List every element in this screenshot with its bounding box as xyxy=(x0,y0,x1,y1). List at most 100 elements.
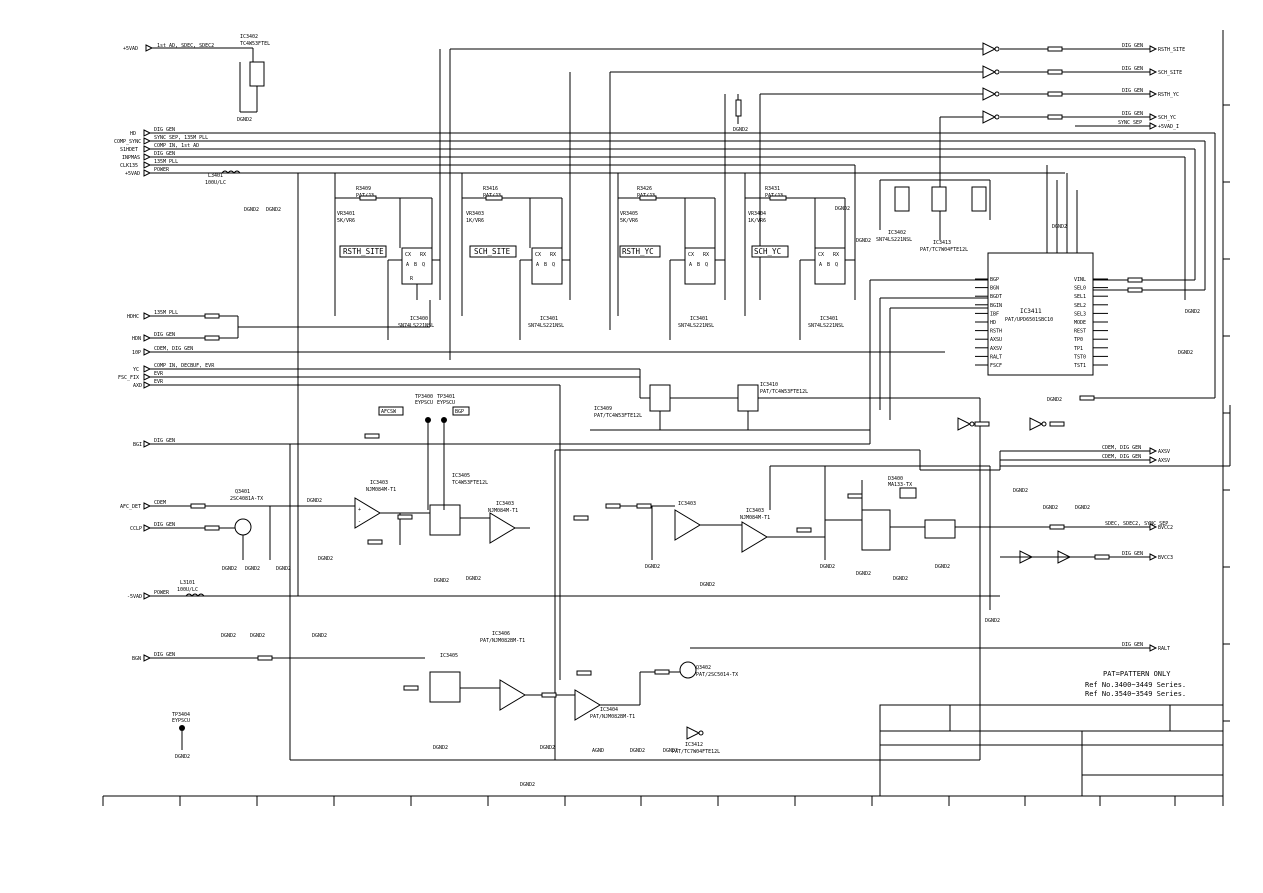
input-inpmas-net: DIG GEN xyxy=(154,151,175,157)
svg-text:IC3403: IC3403 xyxy=(496,501,514,507)
ic3409-ic3410-switches: IC3409 PAT/TC4W53FTE12L IC3410 PAT/TC4W5… xyxy=(590,369,980,431)
svg-text:A: A xyxy=(819,262,822,268)
output-sch-yc: SCH_YC xyxy=(1158,115,1176,121)
svg-text:2SC4081A-TX: 2SC4081A-TX xyxy=(230,496,263,502)
top-buffer-chain: DGND2 xyxy=(449,42,1000,360)
ic3401-sch-yc: R3431 PAT/J3 VR3404 1K/VR6 CX RX A B Q S… xyxy=(744,165,856,340)
svg-text:RX: RX xyxy=(833,252,839,258)
ic3401-rsth-yc: R3426 PAT/J3 VR3405 5K/VR6 CX RX A B Q R… xyxy=(617,94,726,340)
ic3402-power: IC3402 TC4W53FTEL DGND2 xyxy=(237,34,270,123)
ic3411-right-pin-label: SEL0 xyxy=(1074,286,1086,292)
output-sch-site-net: DIG GEN xyxy=(1122,66,1143,72)
ground-labels: DGND2 DGND2 DGND2 DGND2 DGND2 AGND DGND2… xyxy=(221,206,1200,788)
ic3411-right-pin-label: TST1 xyxy=(1074,363,1086,369)
svg-text:TP3400: TP3400 xyxy=(415,394,433,400)
svg-text:DGND2: DGND2 xyxy=(466,576,481,582)
svg-text:+: + xyxy=(358,507,361,513)
svg-text:CX: CX xyxy=(535,252,541,258)
svg-text:IC3405: IC3405 xyxy=(452,473,470,479)
ic3402-flipflops: IC3402 SN74LS221NSL IC3413 PAT/TC7W04FTE… xyxy=(876,179,991,253)
svg-text:DGND2: DGND2 xyxy=(1047,397,1062,403)
input-10p-net: CDEM, DIG GEN xyxy=(154,346,193,352)
svg-text:DGND2: DGND2 xyxy=(318,556,333,562)
svg-text:IC3403: IC3403 xyxy=(370,480,388,486)
pattern-notes: PAT=PATTERN ONLY Ref No.3400~3449 Series… xyxy=(1085,670,1186,698)
input-10p: 10P xyxy=(132,350,141,356)
lower-right-parts: D3400 MA133-TX IC3412 PAT/TC7W04FTE12L xyxy=(672,417,1090,755)
ic3411-right-pin-label: MODE xyxy=(1074,320,1086,326)
input-hd: HD xyxy=(130,131,136,137)
svg-text:PAT/UPD6501SBC10: PAT/UPD6501SBC10 xyxy=(1005,317,1053,323)
svg-text:RX: RX xyxy=(550,252,556,258)
input-s1hdet: S1HDET xyxy=(120,147,138,153)
ic3411-left-pin-label: RALT xyxy=(990,354,1002,360)
ic3411-right-pin-label: SEL2 xyxy=(1074,303,1086,309)
svg-text:DGND2: DGND2 xyxy=(630,748,645,754)
svg-text:IC3403: IC3403 xyxy=(678,501,696,507)
test-points: TP3400 TP3401 EYPSCU EYPSCU AFCSW BGP TP… xyxy=(172,394,470,760)
svg-text:IC3401: IC3401 xyxy=(820,316,838,322)
svg-text:Q: Q xyxy=(552,262,555,268)
input-inpmas: INPMAS xyxy=(122,155,140,161)
input-bgn: BGN xyxy=(132,656,141,662)
svg-text:R3431: R3431 xyxy=(765,186,780,192)
ic3411-right-pin-label: SEL3 xyxy=(1074,311,1086,317)
ic3411-right-pin-label: SEL1 xyxy=(1074,294,1086,300)
svg-text:IC3402: IC3402 xyxy=(240,34,258,40)
svg-text:5K/VR6: 5K/VR6 xyxy=(620,218,638,224)
svg-text:L3401: L3401 xyxy=(208,173,223,179)
ic3401-sch-site: R3416 PAT/J3 VR3403 1K/VR6 CX RX A B Q S… xyxy=(461,72,571,340)
ic3411-right-pin-label: TST0 xyxy=(1074,354,1086,360)
svg-text:100U/LC: 100U/LC xyxy=(205,180,226,186)
ic3411-left-pin-label: FSCF xyxy=(990,363,1002,369)
svg-text:DGND2: DGND2 xyxy=(222,566,237,572)
input-bgn-net: DIG GEN xyxy=(154,652,175,658)
svg-text:B: B xyxy=(544,262,547,268)
svg-text:VR3405: VR3405 xyxy=(620,211,638,217)
svg-text:DGND2: DGND2 xyxy=(645,564,660,570)
ic3411-left-pin-label: BGN xyxy=(990,286,999,292)
svg-text:VR3401: VR3401 xyxy=(337,211,355,217)
tag-sch-site: SCH_SITE xyxy=(474,247,511,256)
input-5vad-top-net: 1st AD, SDEC, SDEC2 xyxy=(157,43,214,49)
svg-text:Q: Q xyxy=(835,262,838,268)
ic3411-left-pin-label: IBF xyxy=(990,311,999,317)
svg-text:VR3403: VR3403 xyxy=(466,211,484,217)
output-bvcc2: BVCC2 xyxy=(1158,525,1173,531)
svg-text:A: A xyxy=(406,262,409,268)
tag-rsth-site: RSTH_SITE xyxy=(343,247,384,256)
ic3411-right-pin-label: VINL xyxy=(1074,277,1086,283)
tag-sch-yc: SCH_YC xyxy=(754,247,781,256)
input-yc: YC xyxy=(133,367,139,373)
input-clk135-net: 135M PLL xyxy=(154,159,178,165)
output-bvcc3-net: DIG GEN xyxy=(1122,551,1143,557)
ic3411-right-pin-label: REST xyxy=(1074,329,1086,335)
ic3411-left-pin-label: BGP xyxy=(990,277,999,283)
svg-text:DGND2: DGND2 xyxy=(856,238,871,244)
ic3411-left-pin-label: BGDT xyxy=(990,294,1002,300)
input-bgi-net: DIG GEN xyxy=(154,438,175,444)
svg-text:PAT/TC7W04FTE12L: PAT/TC7W04FTE12L xyxy=(672,749,720,755)
input-afc-det: AFC_DET xyxy=(120,504,141,510)
svg-text:DGND2: DGND2 xyxy=(700,582,715,588)
svg-text:SN74LS221NSL: SN74LS221NSL xyxy=(678,323,714,329)
input-5vad-power-net: POWER xyxy=(154,167,170,173)
input-hdhc: HDHC xyxy=(127,314,139,320)
svg-text:IC3403: IC3403 xyxy=(746,508,764,514)
svg-text:R3409: R3409 xyxy=(356,186,371,192)
output-bvcc2-net: SDEC, SDEC2, SYNC SEP xyxy=(1105,521,1168,527)
output-rsth-site-net: DIG GEN xyxy=(1122,43,1143,49)
input-connectors: +5VAD 1st AD, SDEC, SDEC2 HD DIG GEN COM… xyxy=(114,43,1215,662)
svg-text:CX: CX xyxy=(818,252,824,258)
output-rsth-yc-net: DIG GEN xyxy=(1122,88,1143,94)
svg-text:EYPSCU: EYPSCU xyxy=(437,400,455,406)
svg-text:DGND2: DGND2 xyxy=(175,754,190,760)
svg-text:1K/VR6: 1K/VR6 xyxy=(466,218,484,224)
svg-text:DGND2: DGND2 xyxy=(835,206,850,212)
input-axd: AXD xyxy=(133,383,142,389)
note-ref-series-2: Ref No.3540~3549 Series. xyxy=(1085,690,1186,698)
svg-text:NJM084M-T1: NJM084M-T1 xyxy=(366,487,396,493)
svg-text:SN74LS221NSL: SN74LS221NSL xyxy=(876,237,912,243)
svg-text:DGND2: DGND2 xyxy=(221,633,236,639)
ic3411-right-pin-label: TP1 xyxy=(1074,346,1083,352)
